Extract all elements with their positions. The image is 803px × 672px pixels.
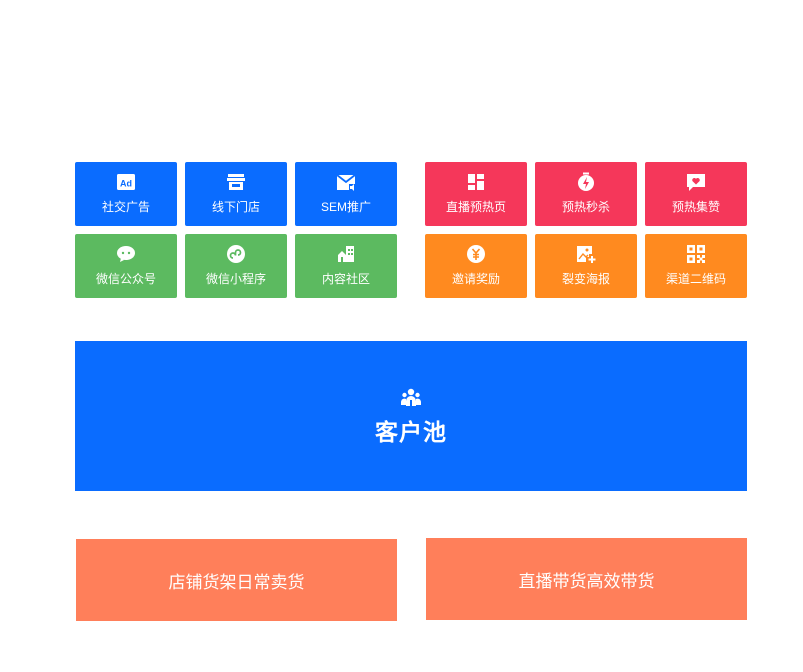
mini-program-icon bbox=[225, 243, 247, 265]
tile-label: 微信小程序 bbox=[205, 272, 266, 286]
ad-icon: Ad bbox=[115, 171, 137, 193]
tile-label: 裂变海报 bbox=[561, 272, 610, 286]
tile-sem[interactable]: SEM推广 bbox=[295, 162, 397, 226]
heart-message-icon bbox=[685, 171, 707, 193]
customer-pool-title: 客户池 bbox=[375, 419, 447, 445]
wechat-icon bbox=[115, 243, 137, 265]
tile-channel-qrcode[interactable]: 渠道二维码 bbox=[645, 234, 747, 298]
yuan-coin-icon bbox=[465, 243, 487, 265]
customer-group-icon bbox=[399, 385, 423, 409]
tile-fission-poster[interactable]: 裂变海报 bbox=[535, 234, 637, 298]
tile-live-preheat-page[interactable]: 直播预热页 bbox=[425, 162, 527, 226]
tile-label: 微信公众号 bbox=[95, 272, 156, 286]
add-image-icon bbox=[575, 243, 597, 265]
tile-wechat-official[interactable]: 微信公众号 bbox=[75, 234, 177, 298]
dashboard-layout-icon bbox=[465, 171, 487, 193]
store-shelf-sales-button[interactable]: 店铺货架日常卖货 bbox=[76, 539, 397, 621]
tile-preheat-likes[interactable]: 预热集赞 bbox=[645, 162, 747, 226]
tile-label: 内容社区 bbox=[321, 272, 370, 286]
tile-label: 社交广告 bbox=[101, 200, 150, 214]
tile-label: 邀请奖励 bbox=[451, 272, 500, 286]
flash-stopwatch-icon bbox=[575, 171, 597, 193]
tile-label: 渠道二维码 bbox=[665, 272, 726, 286]
tile-offline-store[interactable]: 线下门店 bbox=[185, 162, 287, 226]
tile-mini-program[interactable]: 微信小程序 bbox=[185, 234, 287, 298]
tile-social-ads[interactable]: Ad 社交广告 bbox=[75, 162, 177, 226]
tile-label: SEM推广 bbox=[320, 200, 371, 214]
tile-invite-reward[interactable]: 邀请奖励 bbox=[425, 234, 527, 298]
store-icon bbox=[225, 171, 247, 193]
tile-label: 预热集赞 bbox=[671, 200, 720, 214]
live-commerce-sales-button[interactable]: 直播带货高效带货 bbox=[426, 538, 747, 620]
tile-label: 预热秒杀 bbox=[561, 200, 610, 214]
qrcode-icon bbox=[685, 243, 707, 265]
community-building-icon bbox=[335, 243, 357, 265]
svg-text:Ad: Ad bbox=[120, 179, 132, 189]
tile-content-community[interactable]: 内容社区 bbox=[295, 234, 397, 298]
mail-speaker-icon bbox=[335, 171, 357, 193]
tile-preheat-flash-sale[interactable]: 预热秒杀 bbox=[535, 162, 637, 226]
tile-label: 线下门店 bbox=[211, 200, 260, 214]
tile-label: 直播预热页 bbox=[445, 200, 506, 214]
customer-pool-panel: 客户池 bbox=[75, 341, 747, 491]
